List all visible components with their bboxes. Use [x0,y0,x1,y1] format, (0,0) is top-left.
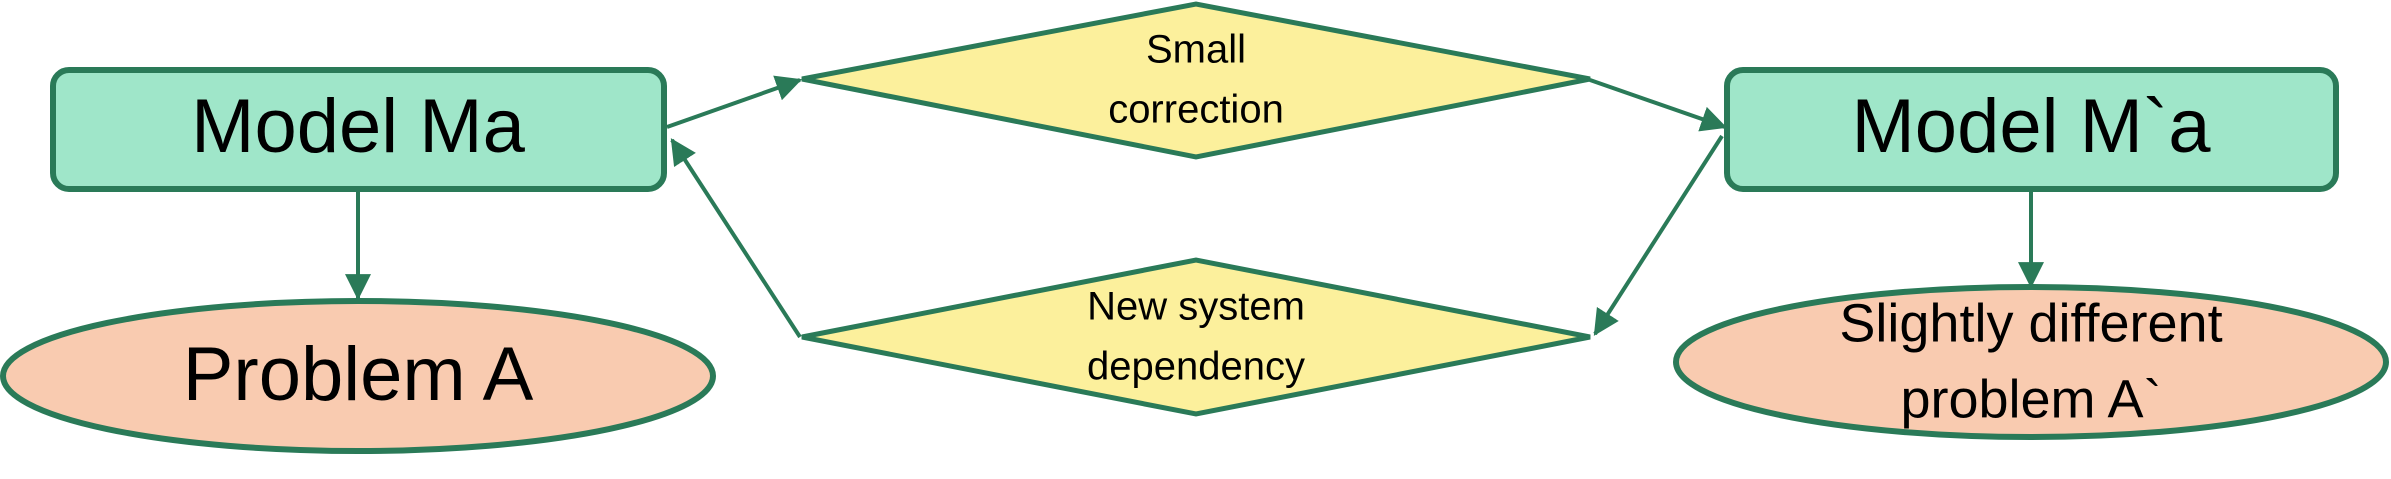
model-a-label: Model Ma [191,84,525,169]
problem-a-label: Problem A [183,332,534,417]
model-a-prime-label: Model M`a [1852,84,2212,169]
problem-a-prime-line2: problem A` [1900,369,2161,429]
problem-a-prime-ellipse [1673,284,2389,440]
arrow-model-a-to-small-correction [666,75,803,129]
model-a-prime-box [1724,67,2339,192]
small-correction-diamond [801,1,1591,160]
arrow-small-correction-to-model-a-prime [1589,78,1728,132]
small-correction-line2: correction [1108,88,1284,132]
node-new-dependency: New system dependency [801,257,1591,417]
new-dependency-line1: New system [1087,285,1305,329]
problem-a-ellipse [0,298,716,454]
small-correction-line1: Small [1146,28,1246,72]
new-dependency-diamond [801,257,1591,417]
node-model-a: Model Ma [50,67,667,192]
node-problem-a-prime: Slightly different problem A` [1673,284,2389,440]
new-dependency-line2: dependency [1087,345,1305,389]
connectors [345,75,2044,339]
node-model-a-prime: Model M`a [1724,67,2339,192]
node-problem-a: Problem A [0,298,716,454]
model-a-box [50,67,667,192]
problem-a-prime-line1: Slightly different [1839,293,2222,353]
arrow-model-a-prime-to-new-dependency [1593,134,1724,336]
node-small-correction: Small correction [801,1,1591,160]
arrow-new-dependency-to-model-a [670,138,802,339]
